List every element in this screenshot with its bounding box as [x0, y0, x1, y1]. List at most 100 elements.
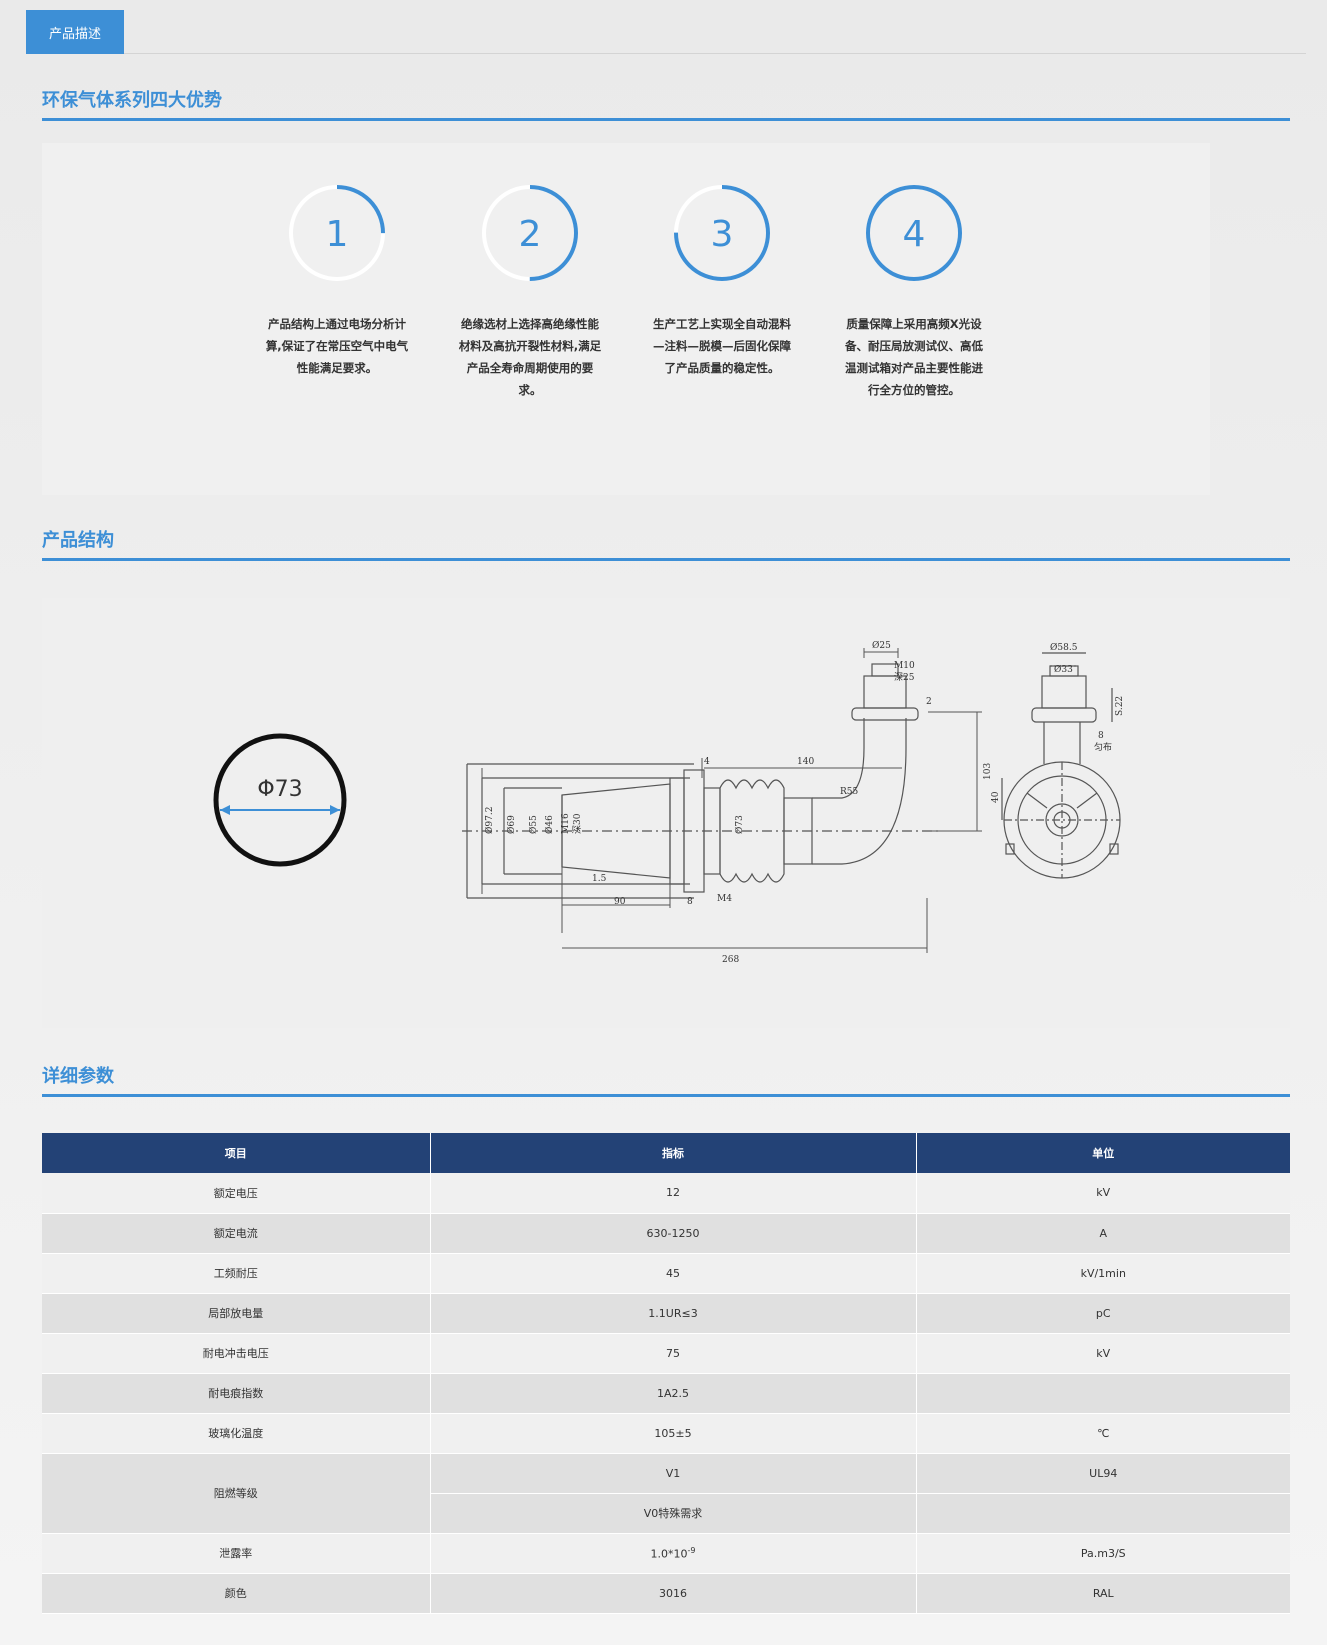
table-row: V0特殊需求: [42, 1493, 1290, 1534]
advantage-number: 2: [519, 214, 542, 255]
dim-label: Ø69: [506, 815, 517, 834]
advantage-number: 3: [711, 214, 734, 255]
table-cell: V1: [430, 1453, 917, 1494]
table-cell: kV/1min: [916, 1253, 1290, 1294]
dim-label: 8: [687, 897, 693, 907]
dim-label: 90: [614, 897, 626, 907]
dim-label: R55: [840, 787, 859, 797]
section-title-params: 详细参数: [42, 1066, 114, 1087]
section-title-structure: 产品结构: [42, 530, 114, 551]
column-header: 项目: [42, 1133, 431, 1173]
table-row: 局部放电量 1.1UR≤3 pC: [42, 1293, 1290, 1334]
advantage-number: 4: [903, 214, 926, 255]
table-row: 耐电冲击电压 75 kV: [42, 1333, 1290, 1374]
table-row: 颜色 3016 RAL: [42, 1573, 1290, 1614]
section-rule: [42, 118, 1290, 121]
dim-label: Ø58.5: [1050, 642, 1078, 653]
dim-label: M16: [561, 813, 571, 834]
table-cell: 1A2.5: [430, 1373, 917, 1414]
table-cell: 局部放电量: [42, 1293, 431, 1334]
table-cell: 阻燃等级: [42, 1453, 431, 1534]
leak-value: 1.0*10: [650, 1547, 688, 1561]
dim-label: 8: [1098, 731, 1104, 741]
section-title-advantages: 环保气体系列四大优势: [42, 90, 222, 111]
dim-label: Ø46: [544, 815, 555, 834]
progress-ring-icon: 3: [674, 185, 770, 281]
technical-drawing: Φ73: [213, 640, 1125, 965]
table-cell: 玻璃化温度: [42, 1413, 431, 1454]
table-cell: 75: [430, 1333, 917, 1374]
table-cell: 105±5: [430, 1413, 917, 1454]
table-cell: 额定电压: [42, 1173, 431, 1214]
dim-label: 40: [991, 791, 1001, 803]
table-cell: 耐电冲击电压: [42, 1333, 431, 1374]
dim-label: 268: [722, 955, 739, 965]
table-cell: RAL: [916, 1573, 1290, 1614]
front-dimension-labels: Ø58.5 Ø33 S.22 8 匀布 40: [991, 642, 1125, 803]
progress-ring-icon: 2: [482, 185, 578, 281]
dim-label: M10: [894, 661, 915, 671]
dimension-labels: Ø97.2 Ø69 Ø55 Ø46 M16 深30 Ø73 1.5 90 8 M…: [484, 640, 993, 965]
tab-product-description[interactable]: 产品描述: [26, 10, 124, 54]
progress-ring-icon: 4: [866, 185, 962, 281]
table-cell: 1.1UR≤3: [430, 1293, 917, 1334]
table-cell: 工频耐压: [42, 1253, 431, 1294]
table-cell: 1.0*10-9: [430, 1533, 917, 1574]
table-row: 额定电流 630-1250 A: [42, 1213, 1290, 1254]
table-cell: 耐电痕指数: [42, 1373, 431, 1414]
table-cell: 12: [430, 1173, 917, 1214]
table-cell: kV: [916, 1333, 1290, 1374]
advantage-item: 3 生产工艺上实现全自动混料—注料—脱模—后固化保障了产品质量的稳定性。: [627, 183, 817, 379]
table-cell: V0特殊需求: [430, 1493, 917, 1534]
side-view: [462, 663, 942, 899]
table-cell: UL94: [916, 1453, 1290, 1494]
ring-diagram: Φ73: [213, 733, 347, 867]
table-header-row: 项目 指标 单位: [42, 1133, 1290, 1173]
dim-label: 1.5: [592, 874, 607, 884]
advantage-text: 生产工艺上实现全自动混料—注料—脱模—后固化保障了产品质量的稳定性。: [653, 317, 791, 375]
front-view: [1001, 652, 1121, 879]
advantage-item: 1 产品结构上通过电场分析计算,保证了在常压空气中电气性能满足要求。: [242, 183, 432, 379]
tab-bar: 产品描述: [26, 10, 1306, 54]
dim-label: S.22: [1115, 696, 1125, 716]
table-cell: kV: [916, 1173, 1290, 1214]
column-header: 指标: [430, 1133, 917, 1173]
advantage-item: 2 绝缘选材上选择高绝缘性能材料及高抗开裂性材料,满足产品全寿命周期使用的要求。: [435, 183, 625, 401]
table-cell: [916, 1373, 1290, 1414]
section-rule: [42, 1094, 1290, 1097]
table-cell: 颜色: [42, 1573, 431, 1614]
structure-drawing-panel: Φ73: [42, 598, 1290, 1028]
advantage-text: 绝缘选材上选择高绝缘性能材料及高抗开裂性材料,满足产品全寿命周期使用的要求。: [458, 317, 602, 397]
table-cell: Pa.m3/S: [916, 1533, 1290, 1574]
table-cell: A: [916, 1213, 1290, 1254]
dim-label: Ø97.2: [484, 807, 495, 834]
table-cell: [916, 1493, 1290, 1534]
dim-label: 4: [704, 757, 710, 767]
advantage-text: 质量保障上采用高频X光设备、耐压局放测试仪、高低温测试箱对产品主要性能进行全方位…: [845, 317, 983, 397]
advantage-text: 产品结构上通过电场分析计算,保证了在常压空气中电气性能满足要求。: [265, 317, 409, 375]
dim-label: 深25: [894, 672, 915, 683]
dim-label: 匀布: [1094, 741, 1112, 753]
dim-label: 140: [797, 757, 814, 767]
dimension-lines: [481, 648, 982, 953]
table-cell: ℃: [916, 1413, 1290, 1454]
advantages-panel: 1 产品结构上通过电场分析计算,保证了在常压空气中电气性能满足要求。 2 绝缘选…: [42, 143, 1210, 495]
table-cell: 45: [430, 1253, 917, 1294]
dim-label: 103: [983, 763, 993, 780]
advantage-item: 4 质量保障上采用高频X光设备、耐压局放测试仪、高低温测试箱对产品主要性能进行全…: [819, 183, 1009, 401]
progress-ring-icon: 1: [289, 185, 385, 281]
advantage-number: 1: [326, 214, 349, 255]
table-cell: 额定电流: [42, 1213, 431, 1254]
table-row: 工频耐压 45 kV/1min: [42, 1253, 1290, 1294]
dim-label: M4: [717, 894, 732, 904]
table-row: 额定电压 12 kV: [42, 1173, 1290, 1214]
column-header: 单位: [916, 1133, 1290, 1173]
table-row: 耐电痕指数 1A2.5: [42, 1373, 1290, 1414]
dim-label: Ø33: [1054, 664, 1073, 675]
dim-label: Ø73: [734, 815, 745, 834]
section-rule: [42, 558, 1290, 561]
ring-label: Φ73: [257, 777, 302, 802]
leak-exponent: -9: [687, 1545, 696, 1555]
dim-label: Ø25: [872, 640, 891, 651]
table-row: 阻燃等级 V1 UL94: [42, 1453, 1290, 1534]
